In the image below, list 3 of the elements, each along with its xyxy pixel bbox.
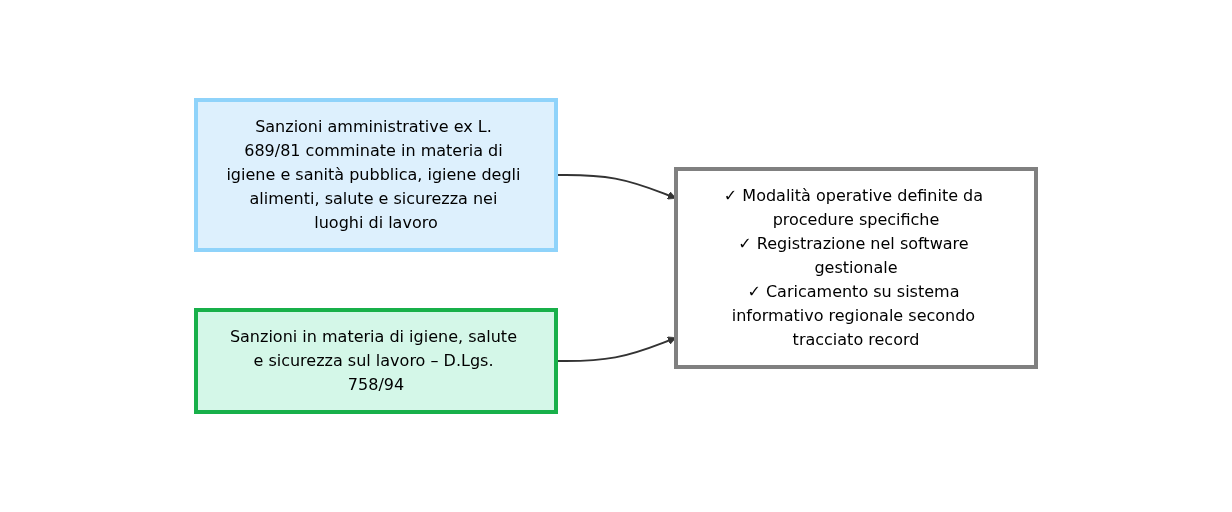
node-box: ✓ Modalità operative definite da procedure specifiche ✓ Registrazione nel software gestionale ✓ Caricamento su sistema informativo regionale secondo tracciato record — [674, 167, 1038, 369]
node-box: Sanzioni in materia di igiene, salute e sicurezza sul lavoro – D.Lgs. 758/94 — [194, 308, 558, 414]
node-box: Sanzioni amministrative ex L. 689/81 comminate in materia di igiene e sanità pubblica, igiene degli alimenti, salute e sicurezza nei luoghi di lavoro — [194, 98, 558, 252]
